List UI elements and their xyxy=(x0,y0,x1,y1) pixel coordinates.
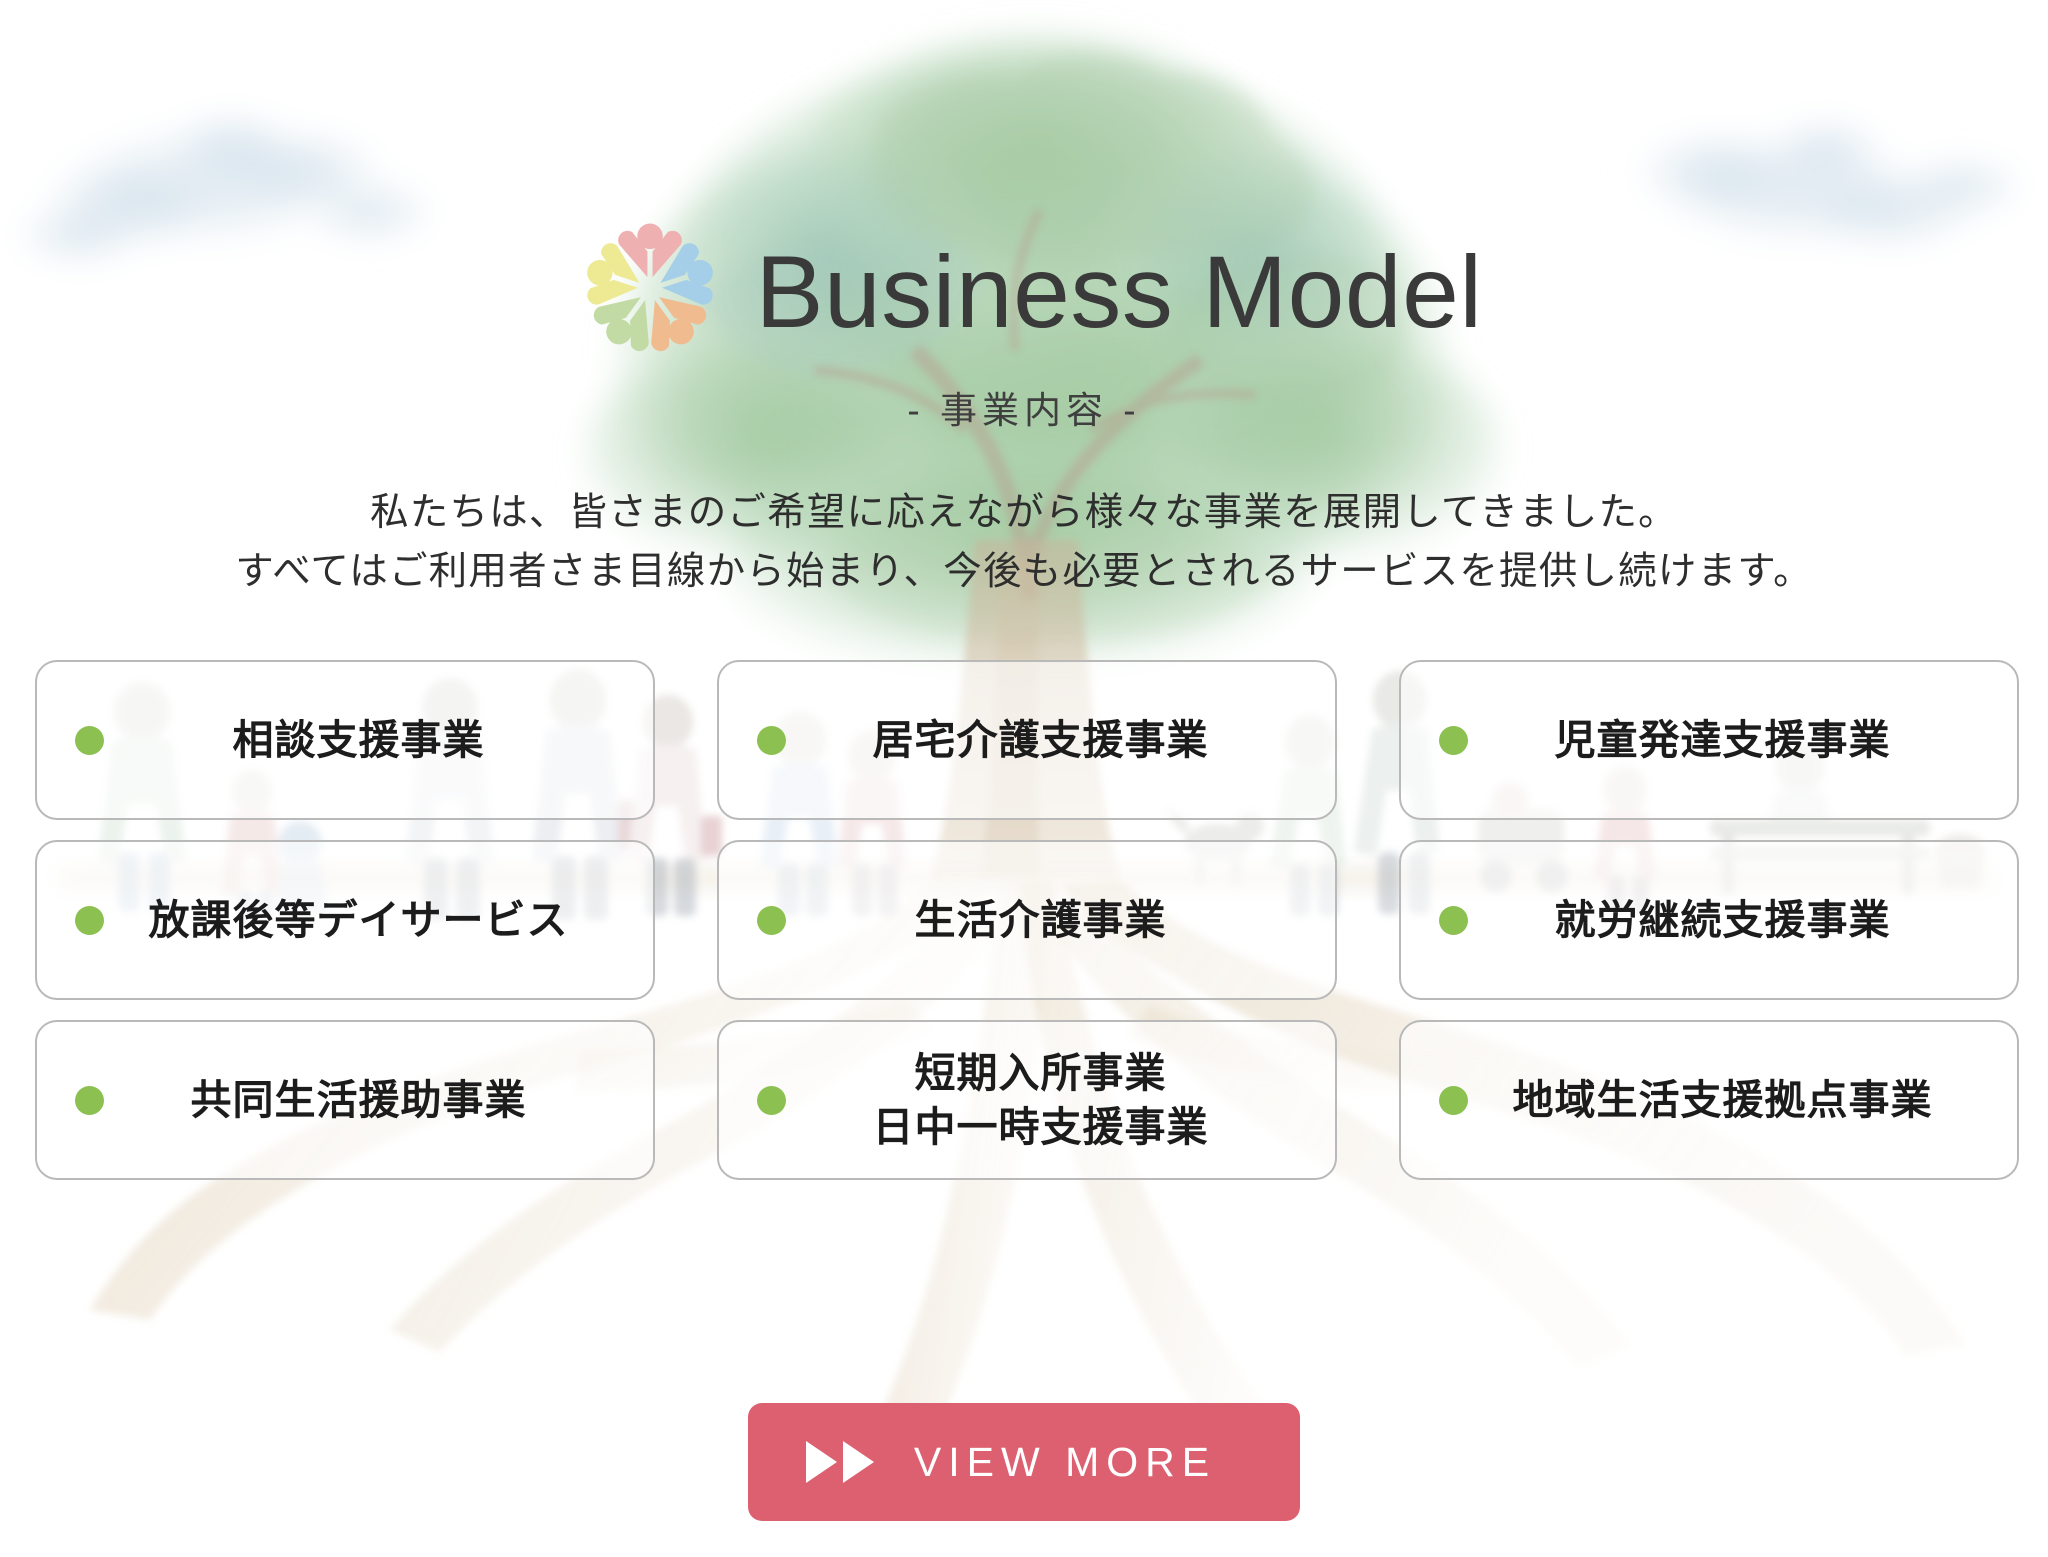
service-card-daily-life-care[interactable]: 生活介護事業 xyxy=(717,840,1337,1000)
lead-line-1: 私たちは、皆さまのご希望に応えながら様々な事業を展開してきました。 xyxy=(370,491,1678,534)
service-card-label: 就労継続支援事業 xyxy=(1554,896,1891,943)
bullet-dot-icon xyxy=(75,905,104,935)
service-card-label-line2: 日中一時支援事業 xyxy=(872,1104,1209,1150)
bullet-dot-icon xyxy=(757,725,786,755)
bullet-dot-icon xyxy=(1439,905,1468,935)
service-card-child-development-support[interactable]: 児童発達支援事業 xyxy=(1399,660,2019,820)
bullet-dot-icon xyxy=(75,725,104,755)
service-card-label: 生活介護事業 xyxy=(914,896,1167,943)
five-people-circle-logo-icon xyxy=(587,223,714,352)
service-card-label-line1: 短期入所事業 xyxy=(914,1049,1167,1096)
lead-line-2: すべてはご利用者さま目線から始まり、今後も必要とされるサービスを提供し続けます。 xyxy=(235,549,1813,593)
service-card-after-school-day-service[interactable]: 放課後等デイサービス xyxy=(35,840,655,1000)
bullet-dot-icon xyxy=(1439,1085,1468,1115)
double-play-arrow-icon xyxy=(805,1441,874,1483)
service-card-label: 居宅介護支援事業 xyxy=(872,716,1209,763)
service-card-label: 共同生活援助事業 xyxy=(190,1076,527,1123)
service-card-label: 短期入所事業 日中一時支援事業 xyxy=(786,1046,1317,1154)
bullet-dot-icon xyxy=(757,1085,786,1115)
page-title: Business Model xyxy=(755,235,1483,349)
service-card-label: 地域生活支援拠点事業 xyxy=(1512,1076,1933,1123)
lead-paragraph: 私たちは、皆さまのご希望に応えながら様々な事業を展開してきました。 すべてはご利… xyxy=(0,484,2048,601)
service-card-community-life-support-base[interactable]: 地域生活支援拠点事業 xyxy=(1399,1020,2019,1180)
service-card-label: 相談支援事業 xyxy=(232,716,485,763)
title-row: Business Model xyxy=(0,223,2048,352)
service-card-consultation-support[interactable]: 相談支援事業 xyxy=(35,660,655,820)
service-card-short-stay-and-daytime-support[interactable]: 短期入所事業 日中一時支援事業 xyxy=(717,1020,1337,1180)
section-header: Business Model - 事業内容 - 私たちは、皆さまのご希望に応えな… xyxy=(0,0,2048,601)
service-card-continuous-employment-support[interactable]: 就労継続支援事業 xyxy=(1399,840,2019,1000)
bullet-dot-icon xyxy=(1439,725,1468,755)
service-card-home-care-support[interactable]: 居宅介護支援事業 xyxy=(717,660,1337,820)
view-more-label: VIEW MORE xyxy=(913,1438,1217,1485)
bullet-dot-icon xyxy=(757,905,786,935)
service-card-label: 放課後等デイサービス xyxy=(148,896,569,943)
service-card-label: 児童発達支援事業 xyxy=(1554,716,1891,763)
view-more-button[interactable]: VIEW MORE xyxy=(748,1403,1300,1521)
service-card-group-home-support[interactable]: 共同生活援助事業 xyxy=(35,1020,655,1180)
service-card-grid: 相談支援事業 居宅介護支援事業 児童発達支援事業 放課後等デイサービス 生活介護… xyxy=(35,660,2019,1180)
page-subtitle: - 事業内容 - xyxy=(907,390,1141,431)
bullet-dot-icon xyxy=(75,1085,104,1115)
